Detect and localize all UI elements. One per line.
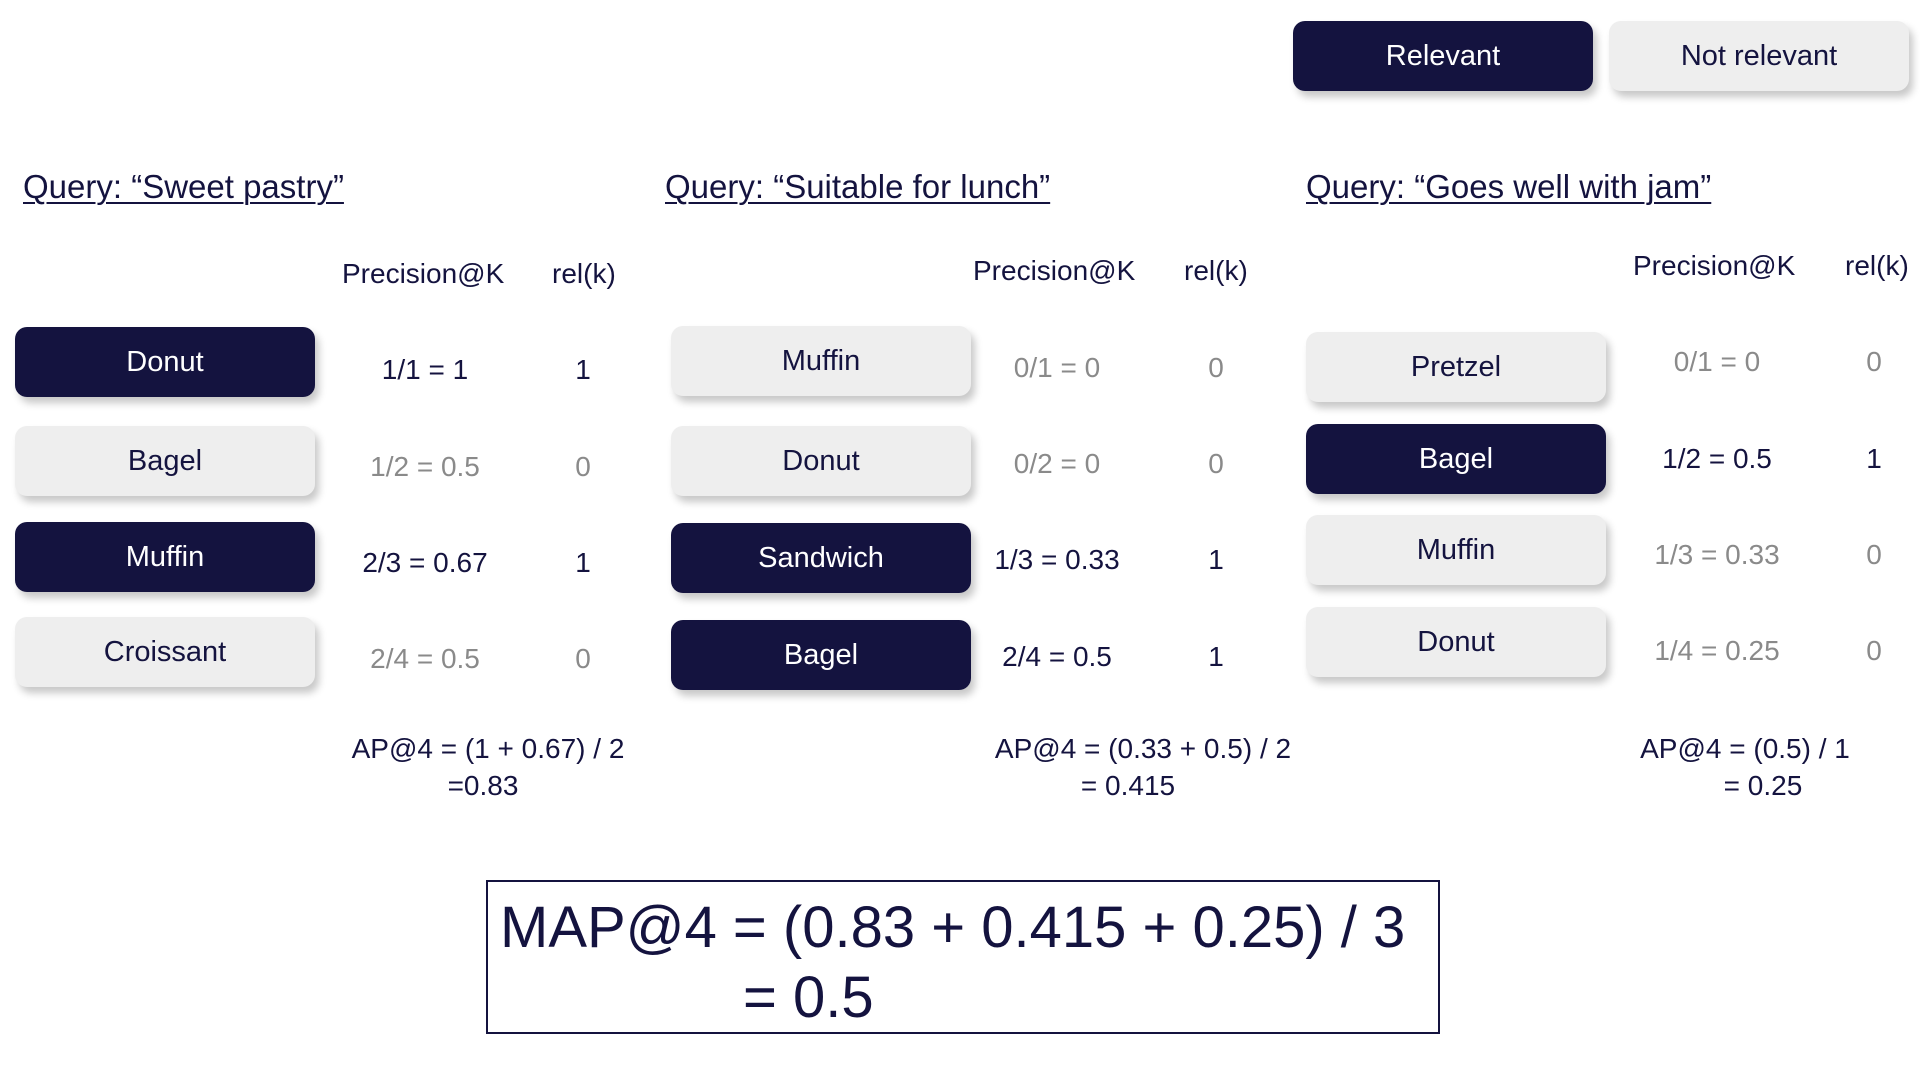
precision-value: 1/4 = 0.25	[1654, 635, 1780, 666]
result-item-label: Muffin	[781, 344, 861, 377]
result-item: Bagel	[15, 426, 315, 496]
precision-header: Precision@K	[1633, 250, 1796, 281]
precision-value: 1/2 = 0.5	[1662, 443, 1772, 474]
precision-value: 1/3 = 0.33	[994, 544, 1120, 575]
ap-formula: AP@4 = (0.5) / 1	[1640, 733, 1850, 764]
result-item: Sandwich	[671, 523, 971, 593]
query-title-goes-well-with-jam: Query: “Goes well with jam”	[1306, 168, 1712, 205]
result-item-label: Croissant	[103, 635, 227, 668]
rel-value: 0	[1866, 539, 1882, 570]
result-item: Bagel	[1306, 424, 1606, 494]
rel-value: 1	[1208, 641, 1224, 672]
rel-value: 1	[575, 547, 591, 578]
rel-value: 0	[1208, 448, 1224, 479]
ap-result: = 0.25	[1723, 770, 1803, 801]
result-item: Donut	[1306, 607, 1606, 677]
precision-value: 1/2 = 0.5	[370, 451, 480, 482]
precision-value: 0/1 = 0	[1673, 346, 1761, 377]
legend-not-relevant-label: Not relevant	[1680, 39, 1838, 72]
result-item-label: Bagel	[1418, 442, 1494, 475]
result-item-label: Donut	[782, 444, 860, 477]
result-item: Pretzel	[1306, 332, 1606, 402]
result-item: Muffin	[671, 326, 971, 396]
result-item: Bagel	[671, 620, 971, 690]
legend-relevant-label: Relevant	[1385, 39, 1501, 72]
precision-value: 0/1 = 0	[1013, 352, 1101, 383]
result-item: Croissant	[15, 617, 315, 687]
average-precision: AP@4 = (0.5) / 1 = 0.25	[1640, 730, 1850, 804]
result-item: Donut	[671, 426, 971, 496]
map-result: = 0.5	[743, 965, 874, 1030]
rel-header: rel(k)	[552, 258, 616, 289]
rel-value: 0	[575, 451, 591, 482]
precision-value: 2/4 = 0.5	[1002, 641, 1112, 672]
result-item-label: Bagel	[783, 638, 859, 671]
result-item-label: Bagel	[127, 444, 203, 477]
rel-header: rel(k)	[1845, 250, 1909, 281]
query-title-sweet-pastry: Query: “Sweet pastry”	[23, 168, 344, 205]
precision-value: 1/3 = 0.33	[1654, 539, 1780, 570]
result-item-label: Donut	[1417, 625, 1495, 658]
result-item-label: Muffin	[125, 540, 205, 573]
rel-value: 0	[1866, 635, 1882, 666]
result-item-label: Pretzel	[1410, 350, 1502, 383]
ap-result: =0.83	[447, 770, 519, 801]
rel-header: rel(k)	[1184, 255, 1248, 286]
precision-value: 0/2 = 0	[1013, 448, 1101, 479]
legend-not-relevant: Not relevant	[1609, 21, 1909, 91]
map-formula: MAP@4 = (0.83 + 0.415 + 0.25) / 3	[500, 895, 1406, 960]
rel-value: 0	[1208, 352, 1224, 383]
average-precision: AP@4 = (0.33 + 0.5) / 2 = 0.415	[995, 730, 1291, 804]
result-item-label: Sandwich	[758, 541, 884, 574]
map-summary-box: MAP@4 = (0.83 + 0.415 + 0.25) / 3 = 0.5	[486, 880, 1440, 1034]
result-item-label: Donut	[126, 345, 204, 378]
ap-result: = 0.415	[1080, 770, 1176, 801]
ap-formula: AP@4 = (1 + 0.67) / 2	[351, 733, 625, 764]
result-item: Muffin	[15, 522, 315, 592]
rel-value: 1	[575, 354, 591, 385]
rel-value: 1	[1866, 443, 1882, 474]
precision-value: 2/4 = 0.5	[370, 643, 480, 674]
average-precision: AP@4 = (1 + 0.67) / 2 =0.83	[352, 730, 625, 804]
ap-formula: AP@4 = (0.33 + 0.5) / 2	[994, 733, 1292, 764]
rel-value: 0	[575, 643, 591, 674]
precision-value: 2/3 = 0.67	[362, 547, 488, 578]
result-item: Donut	[15, 327, 315, 397]
precision-header: Precision@K	[342, 258, 505, 289]
result-item-label: Muffin	[1416, 533, 1496, 566]
precision-value: 1/1 = 1	[381, 354, 469, 385]
precision-header: Precision@K	[973, 255, 1136, 286]
legend-relevant: Relevant	[1293, 21, 1593, 91]
rel-value: 0	[1866, 346, 1882, 377]
query-title-suitable-for-lunch: Query: “Suitable for lunch”	[665, 168, 1051, 205]
result-item: Muffin	[1306, 515, 1606, 585]
rel-value: 1	[1208, 544, 1224, 575]
